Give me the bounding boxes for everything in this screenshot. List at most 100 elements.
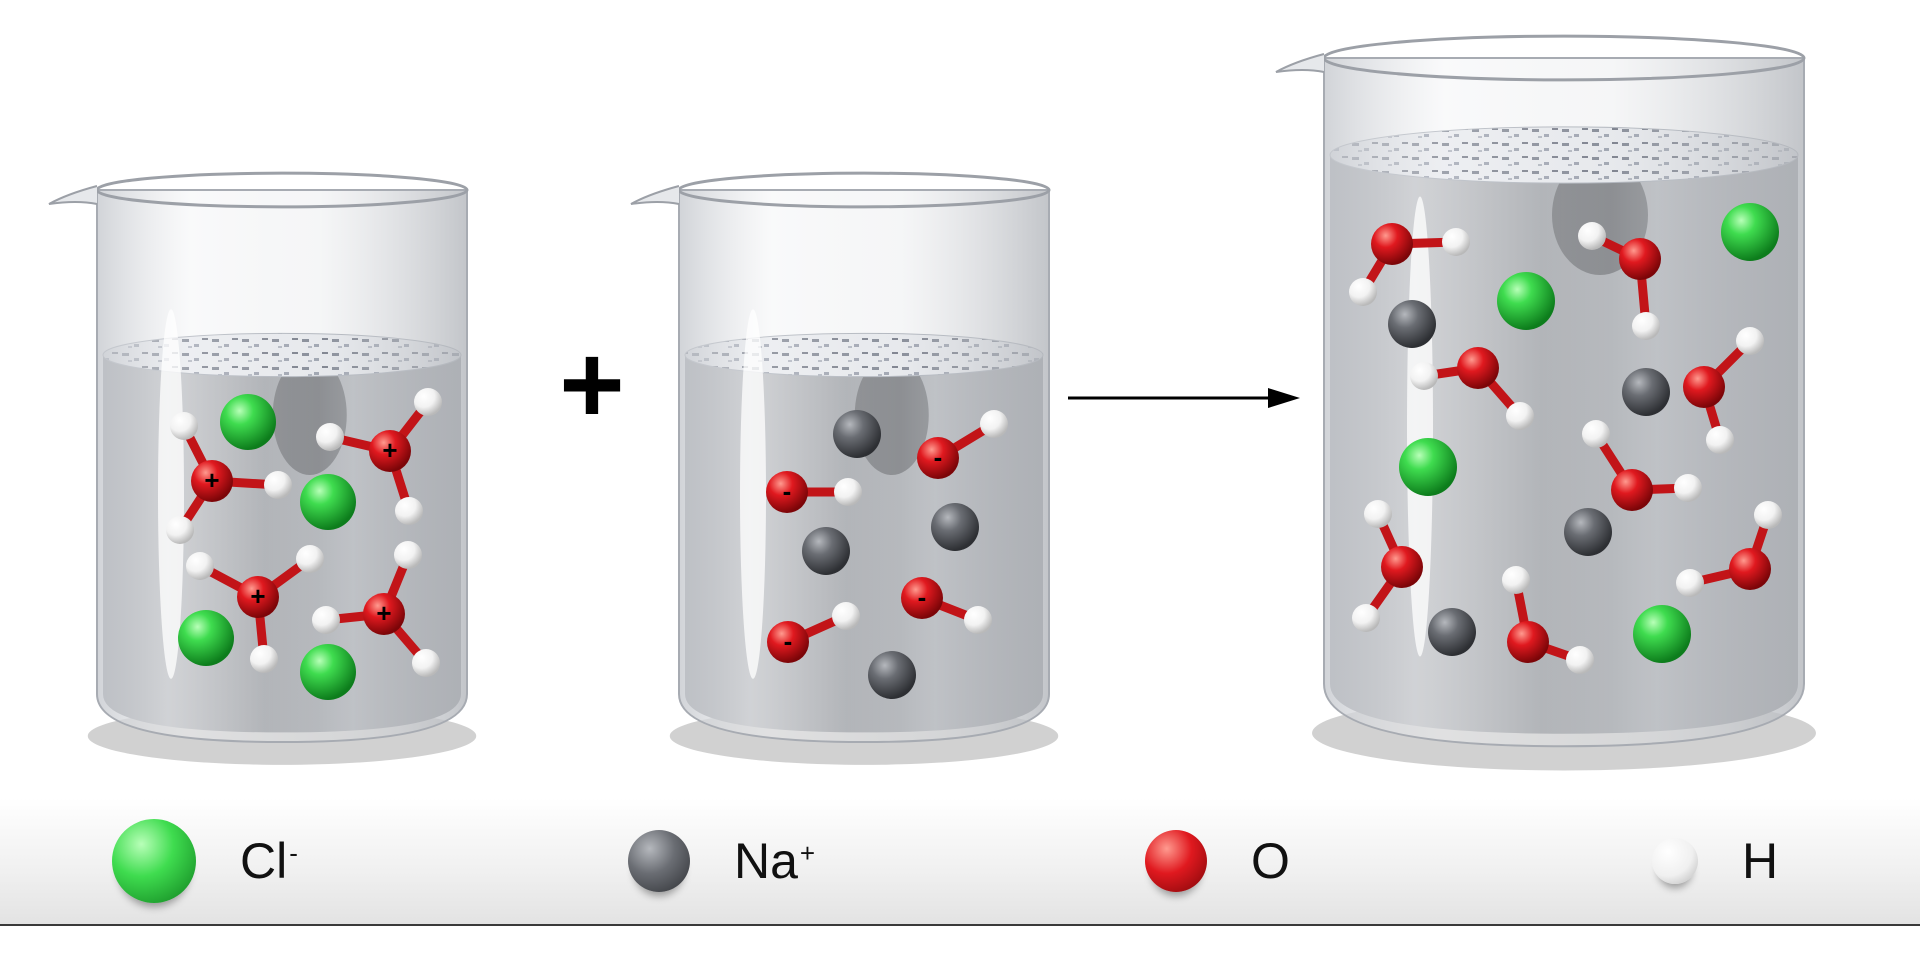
hydrogen-atom bbox=[296, 545, 324, 573]
beaker-glass bbox=[1323, 57, 1805, 748]
hydrogen-atom bbox=[1706, 426, 1734, 454]
hydrogen-atom bbox=[980, 410, 1008, 438]
hydrogen-atom bbox=[834, 478, 862, 506]
hydrogen-atom bbox=[1364, 500, 1392, 528]
glass-highlight bbox=[740, 309, 766, 679]
hydronium-ion: + bbox=[166, 412, 292, 544]
oxygen-atom bbox=[766, 471, 808, 513]
hydrogen-atom bbox=[412, 649, 440, 677]
oxygen-atom bbox=[1611, 469, 1653, 511]
charge-mark: + bbox=[204, 465, 219, 495]
hydrogen-atom bbox=[1442, 228, 1470, 256]
sodium-ion bbox=[802, 527, 850, 575]
hydrogen-atom bbox=[264, 471, 292, 499]
legend-item-oxygen: O bbox=[1145, 798, 1292, 924]
hydrogen-atom bbox=[166, 516, 194, 544]
water-molecule bbox=[1578, 222, 1661, 340]
hydrogen-atom bbox=[1676, 569, 1704, 597]
sodium-ion bbox=[868, 651, 916, 699]
hydrogen-atom bbox=[1582, 420, 1610, 448]
hydrogen-atom bbox=[1736, 327, 1764, 355]
chloride-ion bbox=[1399, 438, 1457, 496]
legend-item-sodium: Na+ bbox=[628, 798, 815, 924]
charge-mark: - bbox=[918, 582, 927, 612]
charge-mark: - bbox=[783, 476, 792, 506]
hydrogen-atom bbox=[250, 645, 278, 673]
hydrogen-atom bbox=[395, 497, 423, 525]
oxygen-atom bbox=[369, 430, 411, 472]
beaker-base bbox=[630, 171, 1059, 765]
charge-mark: + bbox=[382, 435, 397, 465]
water-molecule bbox=[1683, 327, 1764, 454]
legend-item-chlorine: Cl- bbox=[112, 798, 298, 924]
sodium-ion bbox=[1388, 300, 1436, 348]
hydrogen-atom bbox=[1632, 312, 1660, 340]
chloride-ion bbox=[300, 474, 356, 530]
oxygen-atom bbox=[1371, 223, 1413, 265]
hydrogen-atom bbox=[170, 412, 198, 440]
beaker-glass bbox=[678, 189, 1050, 744]
oxygen-atom bbox=[237, 576, 279, 618]
water-molecule bbox=[1502, 566, 1594, 674]
hydrogen-atom bbox=[1502, 566, 1530, 594]
sodium-ion bbox=[1622, 368, 1670, 416]
hydrogen-atom bbox=[1410, 362, 1438, 390]
hydrogen-atom-icon bbox=[1652, 838, 1698, 884]
water-molecule bbox=[1349, 223, 1470, 306]
hydroxide-ion: - bbox=[767, 602, 860, 663]
charge-mark: + bbox=[376, 598, 391, 628]
beaker-spout bbox=[630, 185, 680, 205]
sodium-atom-icon bbox=[628, 830, 690, 892]
oxygen-atom bbox=[1683, 366, 1725, 408]
oxygen-atom bbox=[917, 437, 959, 479]
legend: Cl- Na+ O H bbox=[0, 798, 1920, 926]
glass-highlight bbox=[1407, 196, 1433, 657]
hydronium-ion: + bbox=[186, 545, 324, 673]
water-molecule bbox=[1582, 420, 1702, 511]
beaker-product bbox=[1275, 34, 1816, 771]
oxygen-atom bbox=[1729, 548, 1771, 590]
hydrogen-atom bbox=[964, 606, 992, 634]
hydrogen-atom bbox=[1349, 278, 1377, 306]
charge-mark: - bbox=[784, 626, 793, 656]
chloride-ion bbox=[1633, 605, 1691, 663]
reaction-diagram: + + + + - - - - + bbox=[48, 34, 1816, 771]
chloride-ion bbox=[1497, 272, 1555, 330]
hydronium-ion: + bbox=[312, 541, 440, 677]
chloride-ion bbox=[1721, 203, 1779, 261]
hydronium-ion: + bbox=[316, 388, 442, 525]
beaker-glass bbox=[96, 189, 468, 744]
legend-label-oxygen: O bbox=[1251, 833, 1290, 889]
hydrogen-atom bbox=[312, 606, 340, 634]
sodium-ion bbox=[1564, 508, 1612, 556]
beaker-spout bbox=[1275, 53, 1325, 73]
hydrogen-atom bbox=[1566, 646, 1594, 674]
hydrogen-atom bbox=[316, 423, 344, 451]
oxygen-atom bbox=[363, 593, 405, 635]
hydrogen-atom bbox=[186, 552, 214, 580]
hydrogen-atom bbox=[414, 388, 442, 416]
hydrogen-atom bbox=[1506, 402, 1534, 430]
oxygen-atom bbox=[1507, 621, 1549, 663]
legend-label-hydrogen: H bbox=[1742, 833, 1779, 889]
hydrogen-atom bbox=[1754, 501, 1782, 529]
oxygen-atom bbox=[767, 621, 809, 663]
oxygen-atom bbox=[191, 460, 233, 502]
hydroxide-ion: - bbox=[901, 577, 992, 634]
beaker-acid bbox=[48, 171, 477, 765]
charge-mark: - bbox=[934, 442, 943, 472]
oxygen-atom bbox=[901, 577, 943, 619]
oxygen-atom bbox=[1619, 238, 1661, 280]
oxygen-atom bbox=[1457, 347, 1499, 389]
plus-sign: + bbox=[559, 322, 624, 447]
water-molecule bbox=[1352, 500, 1423, 632]
sodium-ion bbox=[833, 410, 881, 458]
water-molecule bbox=[1676, 501, 1782, 597]
sodium-ion bbox=[931, 503, 979, 551]
water-molecule bbox=[1410, 347, 1534, 430]
reaction-arrow bbox=[1068, 388, 1300, 408]
chloride-ion bbox=[300, 644, 356, 700]
oxygen-atom bbox=[1381, 546, 1423, 588]
legend-label-chlorine: Cl- bbox=[240, 833, 298, 889]
legend-item-hydrogen: H bbox=[1652, 798, 1780, 924]
